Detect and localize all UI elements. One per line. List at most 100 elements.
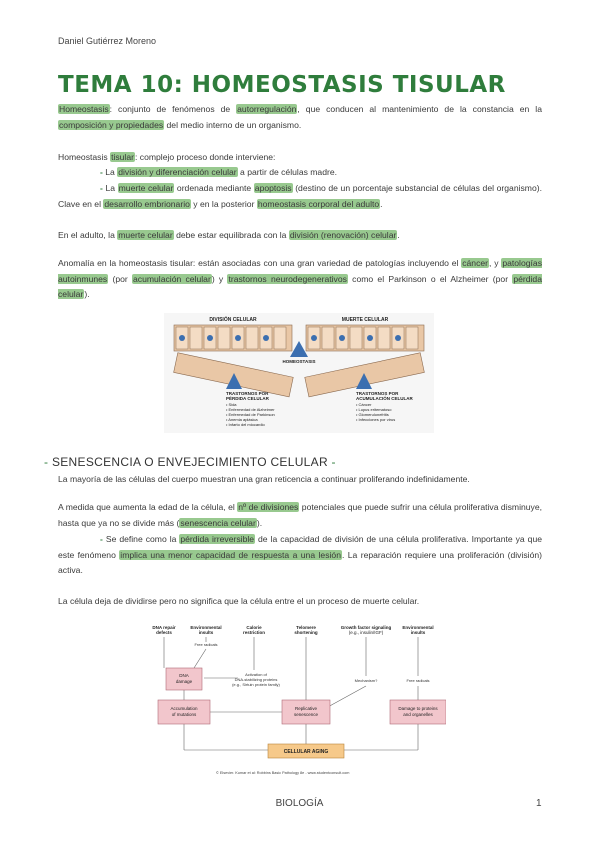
text: a partir de células madre. [237, 167, 338, 177]
paragraph-homeostasis-definition: Homeostasis: conjunto de fenómenos de au… [58, 102, 542, 133]
highlight-term: muerte celular [117, 230, 174, 240]
text: La [105, 183, 118, 193]
label-replicative: senescence [294, 712, 319, 717]
section-dash: - [44, 455, 52, 469]
section-title: SENESCENCIA O ENVEJECIMIENTO CELULAR [51, 455, 328, 469]
text: Anomalía en la homeostasis tisular: está… [58, 258, 462, 268]
paragraph-divisiones: A medida que aumenta la edad de la célul… [58, 500, 542, 531]
right-item: • Lupus eritematoso [356, 407, 392, 412]
dash-bullet: - [100, 183, 106, 193]
right-title-1: TRASTORNOS POR [356, 391, 399, 396]
label-accumulation: of mutations [172, 712, 197, 717]
text: : conjunto de fenómenos de [109, 104, 237, 114]
label-telomere: Telomere [296, 625, 316, 630]
label-env-insults: Environmental [190, 625, 221, 630]
left-title-1: TRASTORNOS POR [226, 391, 269, 396]
label-homeostasis: HOMEOSTASIS [283, 359, 316, 364]
paragraph-no-muerte: La célula deja de dividirse pero no sign… [58, 596, 420, 606]
text: . [397, 230, 400, 240]
label-growth: Growth factor signaling [341, 625, 392, 630]
text: debe estar equilibrada con la [173, 230, 289, 240]
highlight-term: Homeostasis [58, 104, 110, 114]
highlight-term: pérdida irreversible [179, 534, 256, 544]
label-env-insults-2: insults [411, 630, 426, 635]
label-calorie: Calorie [246, 625, 262, 630]
right-item: • Cáncer [356, 402, 372, 407]
flowchart-diagram: DNA repair defects Environmental insults… [152, 625, 447, 775]
label-accumulation: Accumulation [170, 706, 198, 711]
label-free-radicals-2: Free radicals [406, 678, 429, 683]
right-item: • Glomerulonefritis [356, 412, 389, 417]
left-item: • Infarto del miocardio [226, 422, 266, 427]
central-fulcrum [290, 341, 308, 357]
text: ) y [211, 273, 228, 284]
label-cellular-aging: CELLULAR AGING [284, 749, 329, 755]
label-dna-damage: DNA [179, 673, 189, 678]
list-item-division: - La división y diferenciación celular a… [58, 165, 542, 181]
label-damage-proteins: Damage to proteins [398, 706, 438, 711]
text: potenciales que puede sufrir una célula … [58, 502, 543, 528]
highlight-term: cáncer [461, 258, 490, 268]
text: Homeostasis [58, 152, 111, 162]
highlight-term: autorregulación [236, 104, 298, 114]
label-env-insults-2: Environmental [402, 625, 433, 630]
highlight-term: división (renovación) celular [288, 230, 398, 240]
left-item: • Enfermedad de Parkinson [226, 412, 275, 417]
label-muerte: MUERTE CELULAR [342, 317, 389, 323]
left-title-2: PÉRDIDA CELULAR [226, 394, 270, 401]
label-dna-repair: defects [156, 630, 172, 635]
highlight-term: implica una menor capacidad de respuesta… [119, 549, 342, 560]
text: En el adulto, la [58, 230, 118, 240]
page-number: 1 [536, 798, 542, 809]
highlight-term: desarrollo embrionario [103, 198, 191, 209]
text: : complejo proceso donde interviene: [135, 152, 276, 162]
label-activation: (e.g., Sirtuin protein family) [232, 682, 280, 687]
label-mechanism: Mechanism? [355, 678, 378, 683]
right-title-2: ACUMULACIÓN CELULAR [356, 394, 413, 401]
label-growth: (e.g., insulin/IGF) [349, 630, 384, 635]
text: ordenada mediante [174, 183, 254, 193]
text: Se define como la [105, 534, 180, 544]
label-activation: Activation of [245, 672, 268, 677]
highlight-term: acumulación celular [132, 273, 212, 284]
label-dna-damage: damage [176, 679, 193, 684]
label-telomere: shortening [294, 630, 318, 635]
label-division: DIVISIÓN CELULAR [209, 315, 257, 323]
left-item: • Sida [226, 402, 237, 407]
paragraph-reticencia: La mayoría de las células del cuerpo mue… [58, 474, 470, 484]
highlight-term: trastornos neurodegenerativos [227, 273, 348, 284]
homeostasis-balance-figure: DIVISIÓN CELULAR MUERTE CELULAR HOMEOSTA… [164, 313, 434, 433]
dash-bullet: - [100, 534, 106, 544]
text: ). [256, 517, 263, 528]
page-title: TEMA 10: HOMEOSTASIS TISULAR [58, 72, 506, 98]
text: y en la posterior [190, 198, 257, 209]
box-dna-damage [165, 667, 203, 691]
text: (por [108, 273, 132, 284]
label-free-radicals: Free radicals [194, 642, 217, 647]
label-activation: DNA-stabilizing proteins [235, 677, 278, 682]
paragraph-anomalia: Anomalía en la homeostasis tisular: está… [58, 256, 542, 303]
cellular-aging-flowchart: DNA repair defects Environmental insults… [146, 622, 447, 779]
label-damage-proteins: and organelles [403, 712, 433, 717]
label-dna-repair: DNA repair [152, 625, 176, 630]
text: La [105, 167, 118, 177]
box-damage-proteins [389, 699, 447, 725]
text: , y [489, 258, 502, 268]
highlight-term: muerte celular [117, 183, 175, 193]
balance-diagram: DIVISIÓN CELULAR MUERTE CELULAR HOMEOSTA… [173, 315, 425, 427]
figure-credit: © Elsevier. Kumar et al: Robbins Basic P… [216, 771, 349, 775]
highlight-term: división y diferenciación celular [117, 167, 238, 177]
text: A medida que aumenta la edad de la célul… [58, 502, 238, 512]
footer-subject: BIOLOGÍA [275, 798, 324, 809]
dash-bullet: - [100, 167, 106, 177]
highlight-term: apoptosis [253, 183, 293, 193]
text: (destino de un porcentaje substancial de… [58, 183, 542, 209]
left-item: • Anemia aplásica [226, 417, 258, 422]
text: de la capacidad de división de una célul… [58, 534, 543, 560]
left-item: • Enfermedad de Alzheimer [226, 407, 275, 412]
paragraph-definicion-senescencia: - Se define como la pérdida irreversible… [58, 532, 542, 579]
text: como el Parkinson o el Alzheimer (por [347, 273, 513, 284]
text: , que conducen al mantenimiento de la co… [297, 104, 542, 114]
right-item: • Infecciones por virus [356, 417, 395, 422]
label-calorie: restriction [243, 630, 265, 635]
